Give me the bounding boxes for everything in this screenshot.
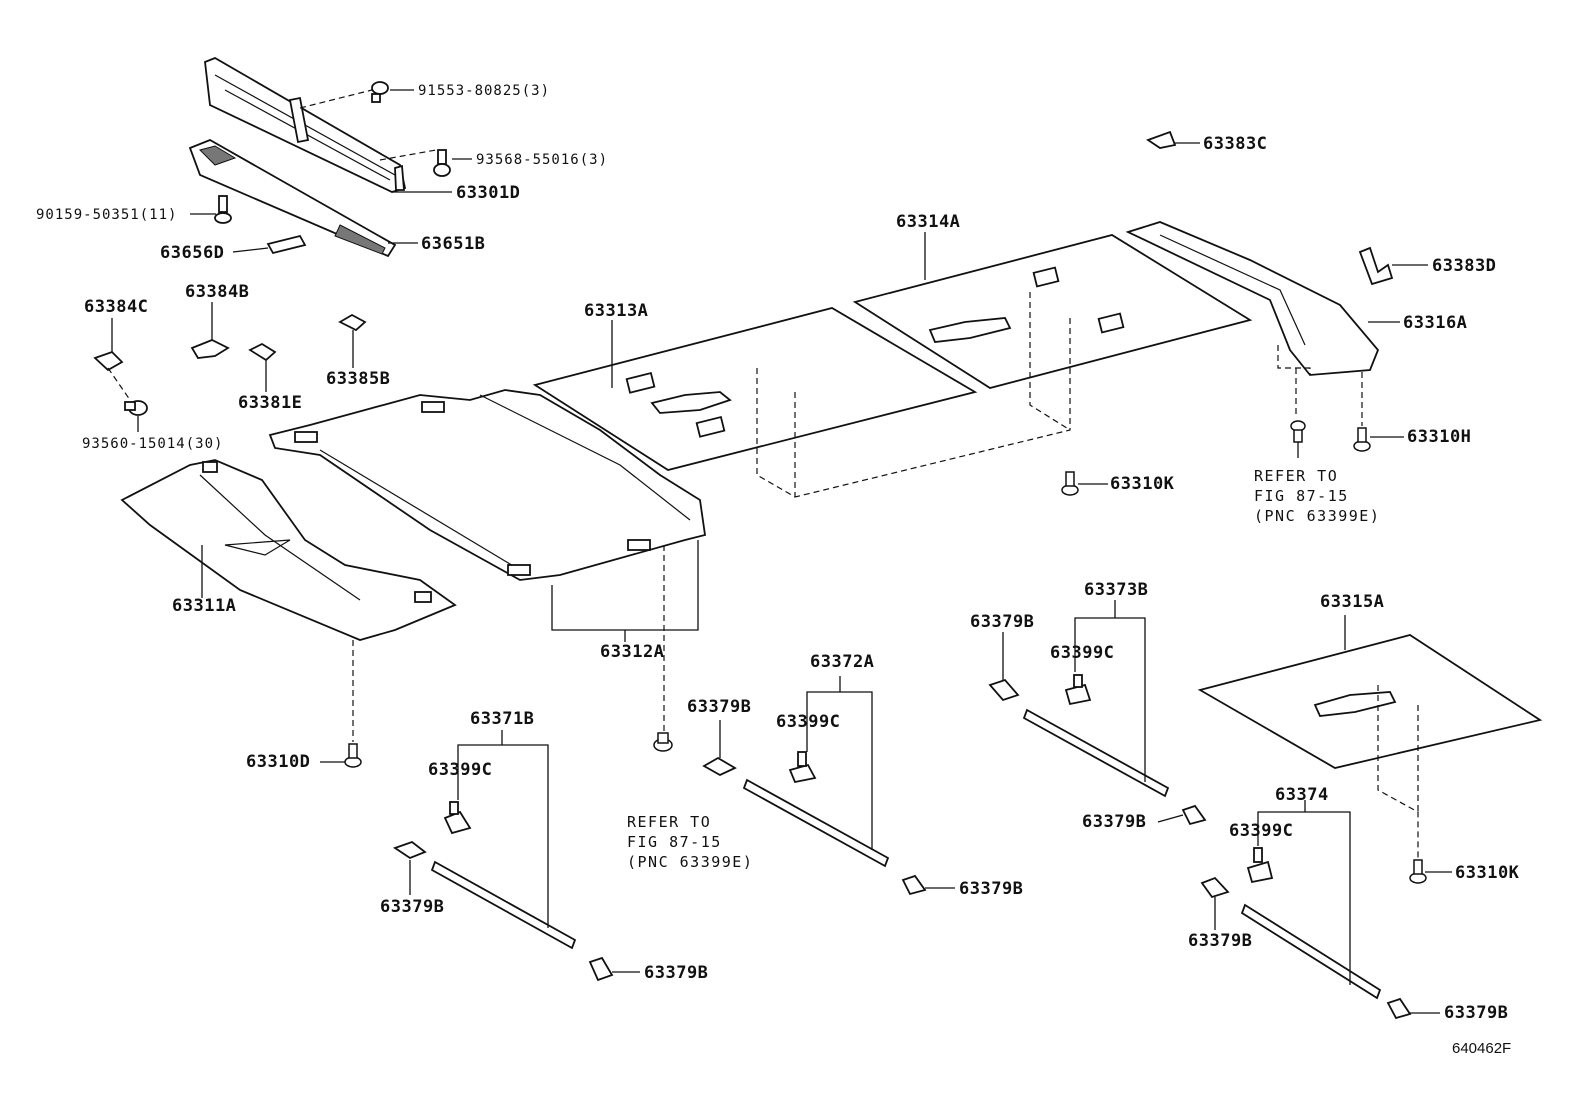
label-63651b: 63651B bbox=[421, 234, 486, 254]
label-63310h: 63310H bbox=[1407, 427, 1472, 447]
bracket-63383d bbox=[1358, 246, 1394, 286]
label-63399c-4: 63399C bbox=[1229, 821, 1294, 841]
label-63379b-6: 63379B bbox=[1082, 812, 1147, 832]
clip-63385b bbox=[338, 313, 367, 332]
rail-63373b bbox=[1022, 708, 1170, 798]
roof-panel-63314a bbox=[852, 234, 1253, 389]
label-63381e: 63381E bbox=[238, 393, 303, 413]
clip-63310k-top bbox=[1061, 471, 1079, 496]
reference-note-right: REFER TO FIG 87-15 (PNC 63399E) bbox=[1254, 466, 1380, 526]
label-63379b-7: 63379B bbox=[1188, 931, 1253, 951]
headliner-63312a bbox=[268, 389, 707, 581]
trim-panel-63651b bbox=[188, 139, 397, 258]
label-63399c-2: 63399C bbox=[776, 712, 841, 732]
headliner-front-63311a bbox=[120, 459, 457, 641]
label-63656d: 63656D bbox=[160, 243, 225, 263]
clip-63310h bbox=[1353, 427, 1371, 452]
label-63379b-1: 63379B bbox=[380, 897, 445, 917]
rail-63372a bbox=[742, 778, 890, 868]
label-63301d: 63301D bbox=[456, 183, 521, 203]
label-63385b: 63385B bbox=[326, 369, 391, 389]
reference-line: REFER TO bbox=[627, 813, 712, 831]
overhead-trim-63301d bbox=[204, 57, 407, 193]
clip-63384b bbox=[190, 339, 230, 359]
label-63374: 63374 bbox=[1275, 785, 1329, 805]
label-63379b-4: 63379B bbox=[959, 879, 1024, 899]
reference-line: REFER TO bbox=[1254, 467, 1339, 485]
label-63383c: 63383C bbox=[1203, 134, 1268, 154]
roof-panel-63315a bbox=[1197, 634, 1543, 769]
label-63371b: 63371B bbox=[470, 709, 535, 729]
fasteners-63399c bbox=[443, 674, 1274, 884]
clip-63399e-center bbox=[653, 732, 673, 752]
label-63312a: 63312A bbox=[600, 642, 665, 662]
reference-line: (PNC 63399E) bbox=[1254, 507, 1381, 525]
label-63373b: 63373B bbox=[1084, 580, 1149, 600]
label-91553: 91553-80825(3) bbox=[418, 83, 551, 99]
label-63379b-5: 63379B bbox=[970, 612, 1035, 632]
headliner-rear-63316a bbox=[1125, 221, 1380, 376]
clip-63399e-right bbox=[1290, 420, 1306, 443]
bracket-63383c bbox=[1146, 130, 1177, 149]
reference-line: (PNC 63399E) bbox=[627, 853, 754, 871]
label-90159: 90159-50351(11) bbox=[36, 207, 178, 223]
label-63399c-1: 63399C bbox=[428, 760, 493, 780]
roof-panel-63313a bbox=[532, 307, 978, 471]
label-63372a: 63372A bbox=[810, 652, 875, 672]
label-63313a: 63313A bbox=[584, 301, 649, 321]
leader-lines bbox=[111, 89, 1452, 1014]
label-63384c: 63384C bbox=[84, 297, 149, 317]
bracket-63656d bbox=[266, 234, 307, 255]
screw-93568 bbox=[433, 149, 451, 177]
screw-93560 bbox=[124, 400, 148, 416]
label-93560: 93560-15014(30) bbox=[82, 436, 224, 452]
clip-63384c bbox=[93, 350, 124, 372]
label-63316a: 63316A bbox=[1403, 313, 1468, 333]
clips-63379b bbox=[393, 678, 1412, 1020]
label-63379b-3: 63379B bbox=[687, 697, 752, 717]
reference-line: FIG 87-15 bbox=[627, 833, 722, 851]
label-63314a: 63314A bbox=[896, 212, 961, 232]
clip-63381e bbox=[248, 342, 277, 362]
label-63379b-2: 63379B bbox=[644, 963, 709, 983]
screw-90159 bbox=[214, 195, 232, 224]
label-63379b-8: 63379B bbox=[1444, 1003, 1509, 1023]
label-93568: 93568-55016(3) bbox=[476, 152, 609, 168]
label-63310k-top: 63310K bbox=[1110, 474, 1175, 494]
screw-91553 bbox=[371, 81, 389, 103]
reference-line: FIG 87-15 bbox=[1254, 487, 1349, 505]
clip-63310d bbox=[344, 743, 362, 768]
label-63310k-bottom: 63310K bbox=[1455, 863, 1520, 883]
clip-63310k-bottom bbox=[1409, 859, 1427, 884]
rail-63371b bbox=[430, 860, 577, 950]
label-63399c-3: 63399C bbox=[1050, 643, 1115, 663]
label-63310d: 63310D bbox=[246, 752, 311, 772]
rail-63374 bbox=[1240, 903, 1382, 1000]
reference-note-center: REFER TO FIG 87-15 (PNC 63399E) bbox=[627, 812, 753, 872]
label-63384b: 63384B bbox=[185, 282, 250, 302]
figure-code: 640462F bbox=[1452, 1040, 1512, 1057]
label-63311a: 63311A bbox=[172, 596, 237, 616]
label-63315a: 63315A bbox=[1320, 592, 1385, 612]
label-63383d: 63383D bbox=[1432, 256, 1497, 276]
